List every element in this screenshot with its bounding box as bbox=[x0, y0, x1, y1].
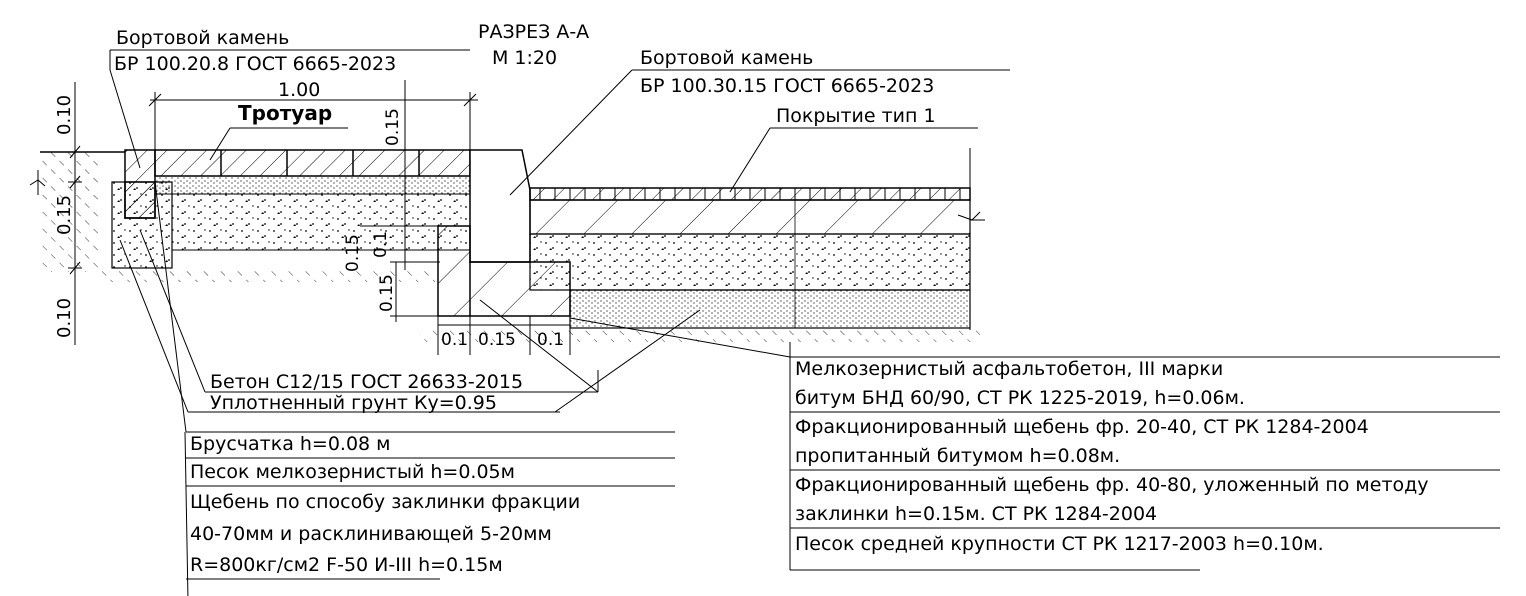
dim-015-mid: 0.15 bbox=[343, 234, 363, 272]
curb-large-spec: БР 100.30.15 ГОСТ 6665-2023 bbox=[640, 75, 934, 97]
dim-01-mid: 0.1 bbox=[371, 231, 391, 258]
large-curb-stone bbox=[469, 149, 531, 263]
legend-right-row-7: Песок средней крупности СТ РК 1217-2003 … bbox=[795, 533, 1324, 555]
leaders-bottom-left bbox=[119, 181, 701, 596]
curb-large-name: Бортовой камень bbox=[640, 47, 813, 69]
legend-right-row-4: пропитанный битумом h=0.08м. bbox=[795, 445, 1120, 467]
dim-015-top-small: 0.15 bbox=[383, 108, 403, 146]
pavement-label: Покрытие тип 1 bbox=[776, 105, 936, 127]
inner-dimensions bbox=[360, 80, 571, 355]
dim-width-line bbox=[148, 92, 478, 150]
soil-label: Уплотненный грунт Ку=0.95 bbox=[210, 392, 497, 414]
sidewalk-sand-layer bbox=[154, 175, 471, 195]
dim-015-lower: 0.15 bbox=[377, 274, 397, 312]
leader-legend-right bbox=[569, 317, 791, 358]
left-dimension-chain bbox=[68, 82, 82, 345]
legend-right-row-1: Мелкозернистый асфальтобетон, III марки bbox=[795, 358, 1223, 380]
paving-stones bbox=[154, 149, 471, 177]
legend-left-row-1: Брусчатка h=0.08 м bbox=[190, 433, 391, 455]
legend-left: Брусчатка h=0.08 м Песок мелкозернистый … bbox=[186, 431, 675, 580]
sidewalk-label: Тротуар bbox=[238, 101, 332, 125]
dim-01-c: 0.1 bbox=[537, 330, 564, 350]
leader-pavement bbox=[729, 127, 771, 193]
dim-015-b: 0.15 bbox=[478, 330, 516, 350]
dim-015-left: 0.15 bbox=[54, 195, 75, 235]
curb-small-name: Бортовой камень bbox=[116, 27, 289, 49]
legend-left-row-5: R=800кг/см2 F-50 И-III h=0.15м bbox=[190, 554, 503, 576]
ground-hatch bbox=[40, 152, 980, 342]
legend-left-row-4: 40-70мм и расклинивающей 5-20мм bbox=[190, 523, 552, 545]
curb-small-spec: БР 100.20.8 ГОСТ 6665-2023 bbox=[114, 53, 396, 75]
dim-010-bottom: 0.10 bbox=[54, 298, 75, 338]
section-scale: М 1:20 bbox=[492, 47, 557, 69]
leader-curb-large bbox=[509, 69, 633, 196]
legend-right: Мелкозернистый асфальтобетон, III марки … bbox=[789, 342, 1500, 571]
break-symbol-left bbox=[29, 170, 46, 195]
concrete-label: Бетон С12/15 ГОСТ 26633-2015 bbox=[210, 371, 523, 393]
legend-right-row-3: Фракционированный щебень фр. 20-40, СТ Р… bbox=[795, 416, 1369, 438]
sidewalk-gravel-layer bbox=[171, 193, 471, 251]
road-layers bbox=[529, 187, 971, 329]
legend-right-row-5: Фракционированный щебень фр. 40-80, улож… bbox=[795, 474, 1429, 496]
dim-010-top: 0.10 bbox=[54, 95, 75, 135]
section-title: РАЗРЕЗ А-А bbox=[478, 21, 589, 43]
legend-right-row-6: заклинки h=0.15м. СТ РК 1284-2004 bbox=[795, 503, 1157, 525]
dim-01-a: 0.1 bbox=[441, 330, 468, 350]
legend-left-row-3: Щебень по способу заклинки фракции bbox=[190, 491, 580, 513]
legend-right-row-2: битум БНД 60/90, СТ РК 1225-2019, h=0.06… bbox=[795, 387, 1245, 409]
leader-curb-small bbox=[109, 69, 141, 169]
dim-width-main: 1.00 bbox=[278, 79, 320, 101]
legend-left-row-2: Песок мелкозернистый h=0.05м bbox=[190, 461, 515, 483]
